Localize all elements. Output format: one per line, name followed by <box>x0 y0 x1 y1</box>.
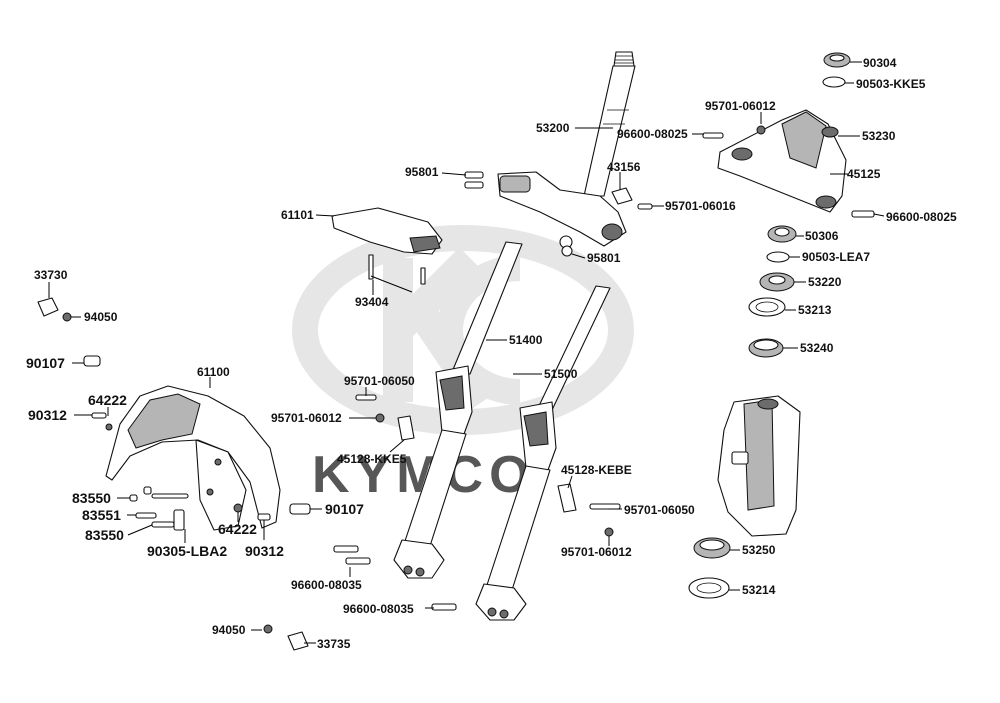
label-95801-bottom: 95801 <box>587 251 621 265</box>
label-90107-top: 90107 <box>26 355 65 371</box>
left-fork-51400 <box>393 241 523 579</box>
label-96600-08035-left: 96600-08035 <box>291 578 362 592</box>
frame-head-tube <box>717 395 801 537</box>
label-53250: 53250 <box>742 543 776 557</box>
label-95701-06012-left: 95701-06012 <box>271 411 342 425</box>
bottom-bridge-center <box>497 171 627 249</box>
label-95801-top: 95801 <box>405 165 439 179</box>
label-96600-08025-top: 96600-08025 <box>617 127 688 141</box>
label-53213: 53213 <box>798 303 832 317</box>
label-45128-kke5: 45128-KKE5 <box>337 452 407 466</box>
front-fender-61100 <box>105 385 281 531</box>
label-50306: 50306 <box>805 229 839 243</box>
label-64222-bottom: 64222 <box>218 521 257 537</box>
label-95701-06012-top: 95701-06012 <box>705 99 776 113</box>
label-51400: 51400 <box>509 333 543 347</box>
meter-cover-61101 <box>331 207 443 255</box>
label-43156: 43156 <box>607 160 641 174</box>
label-94050-top: 94050 <box>84 310 118 324</box>
small-hardware <box>37 125 875 651</box>
label-33735: 33735 <box>317 637 351 651</box>
label-93404: 93404 <box>355 295 389 309</box>
label-83550-bottom: 83550 <box>85 527 124 543</box>
label-90107-mid: 90107 <box>325 501 364 517</box>
label-53200: 53200 <box>536 121 570 135</box>
bearing-stack <box>688 52 851 599</box>
label-45128-kebe: 45128-KEBE <box>561 463 632 477</box>
label-61101: 61101 <box>281 208 314 222</box>
label-83551: 83551 <box>82 507 121 523</box>
label-90312-bottom: 90312 <box>245 543 284 559</box>
label-64222-top: 64222 <box>88 392 127 408</box>
right-fork-51500 <box>475 285 611 621</box>
label-95701-06012-bottom: 95701-06012 <box>561 545 632 559</box>
label-95701-06050-right: 95701-06050 <box>624 503 695 517</box>
part-labels: 90304 90503-KKE5 95701-06012 53200 96600… <box>26 56 957 651</box>
label-90304: 90304 <box>863 56 897 70</box>
label-94050-bottom: 94050 <box>212 623 246 637</box>
label-33730: 33730 <box>34 268 68 282</box>
label-53220: 53220 <box>808 275 842 289</box>
label-83550-top: 83550 <box>72 490 111 506</box>
label-96600-08035-bottom: 96600-08035 <box>343 602 414 616</box>
steering-stem-53200 <box>583 51 636 197</box>
label-95701-06050-left: 95701-06050 <box>344 374 415 388</box>
label-45125: 45125 <box>847 167 881 181</box>
label-90503-lea7: 90503-LEA7 <box>802 250 870 264</box>
label-53240: 53240 <box>800 341 834 355</box>
label-53230: 53230 <box>862 129 896 143</box>
label-53214: 53214 <box>742 583 776 597</box>
label-90503-kke5: 90503-KKE5 <box>856 77 926 91</box>
label-51500: 51500 <box>544 367 578 381</box>
label-96600-08025-right: 96600-08025 <box>886 210 957 224</box>
label-61100: 61100 <box>197 365 230 379</box>
top-bridge-53230 <box>717 109 847 213</box>
label-95701-06016: 95701-06016 <box>665 199 736 213</box>
leader-lines <box>48 61 885 644</box>
label-90305-lba2: 90305-LBA2 <box>147 543 227 559</box>
label-90312-left: 90312 <box>28 407 67 423</box>
